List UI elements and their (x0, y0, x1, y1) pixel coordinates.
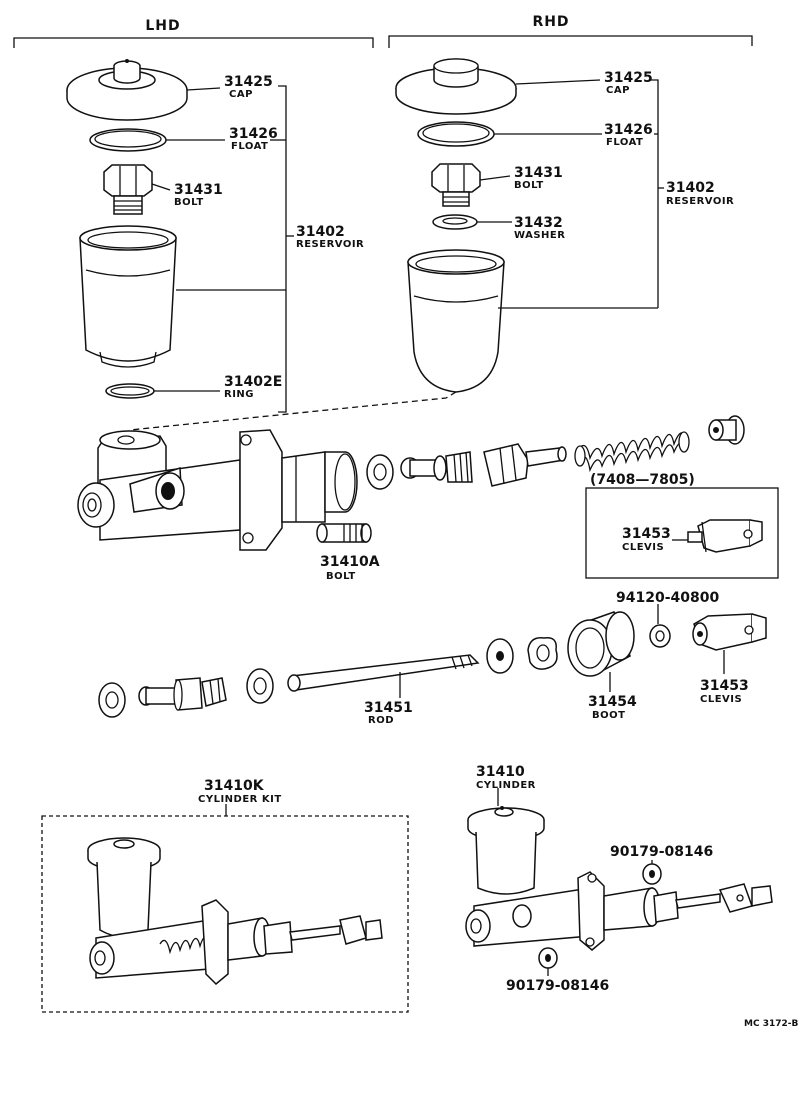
lhd-ring-pn: 31402E (224, 374, 282, 390)
lhd-bolt-label: BOLT (174, 197, 204, 208)
lhd-ring-label: RING (224, 389, 254, 400)
lhd-reservoir (79, 225, 177, 368)
lhd-bolt (103, 164, 153, 215)
nut-bottom (538, 947, 558, 969)
nut-top-pn: 90179-08146 (610, 844, 713, 860)
rod-pn: 31451 (364, 700, 413, 716)
drawing-code: MC 3172-B (744, 1019, 798, 1029)
lhd-ring (105, 383, 155, 399)
push-rod (287, 654, 480, 692)
cylinder-pn: 31410 (476, 764, 525, 780)
rhd-bolt (431, 163, 481, 207)
rhd-washer (432, 214, 478, 230)
clevis-box-pn: 31453 (622, 526, 671, 542)
nut-top (642, 863, 662, 885)
mid-bolt-label: BOLT (326, 571, 356, 582)
kit-assembly (87, 837, 383, 986)
lower-piston (138, 677, 227, 711)
check-valve (708, 415, 745, 445)
mid-bolt-pn: 31410A (320, 554, 380, 570)
rod-washer (486, 638, 514, 674)
rhd-washer-pn: 31432 (514, 215, 563, 231)
lhd-cap (66, 59, 188, 121)
piston-assembly (400, 443, 567, 487)
cylinder-label: CYLINDER (476, 780, 536, 791)
rod-label: ROD (368, 715, 394, 726)
rhd-title: RHD (532, 14, 569, 30)
boot-part (567, 611, 635, 677)
cylinder-kit-box (41, 815, 409, 1013)
rhd-reservoir (407, 249, 505, 393)
lhd-header: LHD (13, 18, 374, 48)
lhd-bolt-pn: 31431 (174, 182, 223, 198)
lower-seal-right (246, 668, 274, 704)
rhd-float (417, 121, 495, 147)
cup-seal (366, 454, 394, 490)
lhd-reservoir-pn: 31402 (296, 224, 345, 240)
lhd-cap-label: CAP (229, 89, 253, 100)
nut-pn: 94120-40800 (616, 590, 719, 606)
mid-bolt (316, 523, 372, 543)
lhd-float (89, 128, 167, 152)
rhd-reservoir-pn: 31402 (666, 180, 715, 196)
rhd-float-pn: 31426 (604, 122, 653, 138)
rhd-cap (395, 58, 517, 115)
master-cylinder-body (77, 429, 358, 551)
lhd-reservoir-label: RESERVOIR (296, 239, 364, 250)
clevis-label: CLEVIS (700, 694, 742, 705)
nut-part (649, 624, 671, 648)
date-range-box (585, 487, 779, 579)
boot-pn: 31454 (588, 694, 637, 710)
lhd-float-label: FLOAT (231, 141, 268, 152)
rhd-reservoir-label: RESERVOIR (666, 196, 734, 207)
clevis-box-part (687, 519, 763, 553)
kit-pn: 31410K (204, 778, 265, 794)
boot-label: BOOT (592, 710, 625, 721)
lhd-float-pn: 31426 (229, 126, 278, 142)
kit-label: CYLINDER KIT (198, 794, 282, 805)
clevis-pn: 31453 (700, 678, 749, 694)
lhd-cap-pn: 31425 (224, 74, 273, 90)
rhd-header: RHD (388, 14, 753, 48)
lower-seal-left (98, 682, 126, 718)
date-range: (7408—7805) (590, 472, 695, 488)
rhd-bolt-label: BOLT (514, 180, 544, 191)
rhd-cap-label: CAP (606, 85, 630, 96)
clevis-part (692, 613, 767, 651)
rhd-washer-label: WASHER (514, 230, 565, 241)
rhd-float-label: FLOAT (606, 137, 643, 148)
nut-bottom-pn: 90179-08146 (506, 978, 609, 994)
return-spring (574, 431, 690, 473)
cylinder-assembly (465, 806, 773, 951)
rod-clip (527, 637, 558, 670)
lhd-title: LHD (145, 18, 180, 34)
rhd-bolt-pn: 31431 (514, 165, 563, 181)
rhd-cap-pn: 31425 (604, 70, 653, 86)
clevis-box-label: CLEVIS (622, 542, 664, 553)
